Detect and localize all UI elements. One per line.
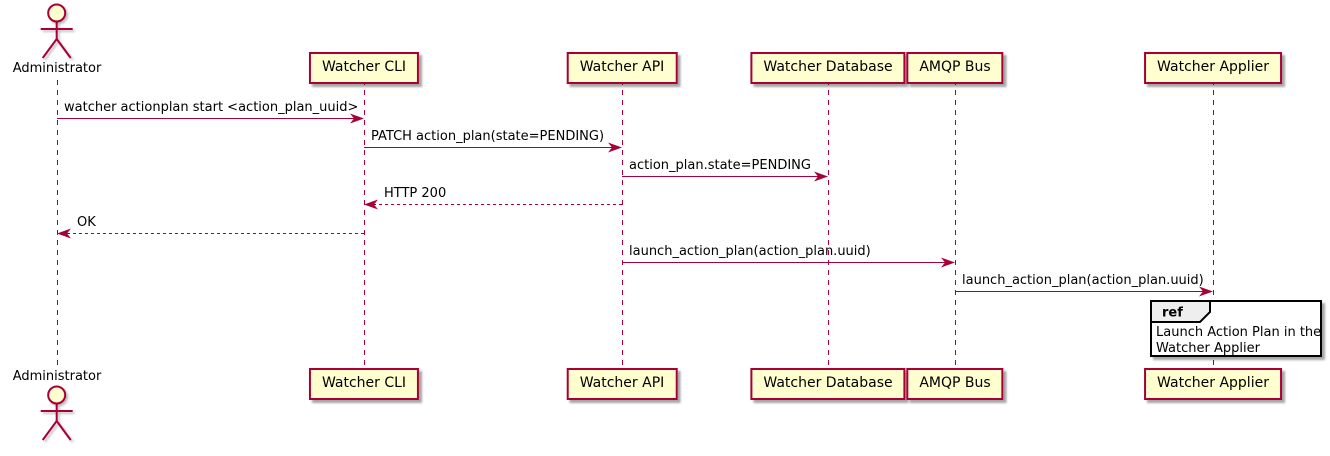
arrowhead-icon <box>57 228 71 239</box>
message-label: PATCH action_plan(state=PENDING) <box>371 129 605 144</box>
arrowhead-icon <box>608 142 622 153</box>
participant-box: Watcher Applier <box>1144 52 1282 84</box>
ref-fragment: ref Launch Action Plan in the Watcher Ap… <box>1150 300 1322 357</box>
message-label: HTTP 200 <box>384 186 447 201</box>
arrowhead-icon <box>941 257 955 268</box>
actor-administrator-bottom: Administrator <box>12 369 102 443</box>
actor-stick-figure-icon <box>41 3 73 59</box>
participant-box: AMQP Bus <box>906 368 1004 400</box>
message-label: OK <box>77 215 96 230</box>
message-label: action_plan.state=PENDING <box>629 158 811 173</box>
participant-box: AMQP Bus <box>906 52 1004 84</box>
participant-box: Watcher API <box>566 52 678 84</box>
actor-label: Administrator <box>12 369 102 384</box>
ref-fragment-header: ref <box>1150 300 1211 323</box>
participant-box: Watcher API <box>566 368 678 400</box>
ref-text-line: Launch Action Plan in the <box>1156 325 1322 340</box>
arrowhead-icon <box>1199 286 1213 297</box>
ref-text-line: Watcher Applier <box>1156 341 1260 356</box>
arrowhead-icon <box>350 113 364 124</box>
actor-stick-figure-icon <box>41 385 73 441</box>
message-label: launch_action_plan(action_plan.uuid) <box>962 273 1204 288</box>
message-label: watcher actionplan start <action_plan_uu… <box>64 100 359 115</box>
ref-keyword: ref <box>1162 306 1183 321</box>
participant-box: Watcher CLI <box>308 52 420 84</box>
participant-box: Watcher Database <box>750 52 906 84</box>
message-label: launch_action_plan(action_plan.uuid) <box>629 244 871 259</box>
actor-label: Administrator <box>12 61 102 76</box>
arrowhead-icon <box>814 171 828 182</box>
arrowhead-icon <box>364 199 378 210</box>
participant-box: Watcher CLI <box>308 368 420 400</box>
ref-text: Launch Action Plan in the Watcher Applie… <box>1152 324 1325 358</box>
participant-box: Watcher Database <box>750 368 906 400</box>
actor-administrator-top: Administrator <box>12 3 102 77</box>
participant-box: Watcher Applier <box>1144 368 1282 400</box>
